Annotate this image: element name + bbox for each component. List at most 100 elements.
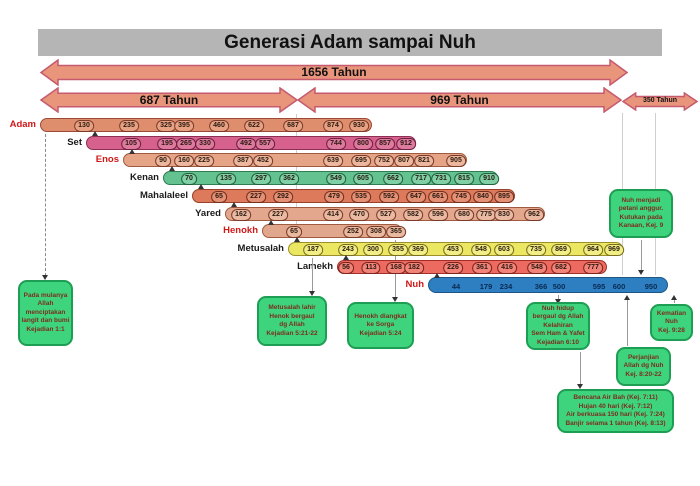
age-marker: 195	[157, 137, 177, 150]
callout-text-line: Allah dg Nuh	[623, 362, 664, 370]
age-marker: 687	[283, 119, 303, 132]
age-marker: 500	[552, 281, 566, 291]
age-marker: 105	[121, 137, 141, 150]
age-marker: 366	[534, 281, 548, 291]
connector-line	[627, 300, 628, 346]
age-marker: 895	[494, 190, 514, 203]
age-marker: 840	[473, 190, 493, 203]
patriarch-label-kenan: Kenan	[129, 172, 159, 183]
connector-line	[674, 300, 675, 303]
age-marker: 717	[411, 172, 431, 185]
age-marker: 874	[323, 119, 343, 132]
age-marker: 362	[279, 172, 299, 185]
callout-text-line: Sem Ham & Yafet	[531, 330, 585, 338]
patriarch-label-adam: Adam	[9, 119, 36, 130]
age-marker: 234	[499, 281, 513, 291]
age-marker: 744	[326, 137, 346, 150]
age-marker: 365	[386, 225, 406, 238]
age-marker: 548	[527, 261, 547, 274]
arrowhead-up-icon	[671, 295, 677, 300]
age-marker: 227	[246, 190, 266, 203]
callout-text-line: Kelahiran	[543, 321, 573, 329]
callout-text-line: Kematian	[656, 309, 687, 317]
connector-line	[641, 240, 642, 271]
arrowhead-down-icon	[42, 275, 48, 280]
age-marker: 168	[386, 261, 406, 274]
age-marker: 527	[376, 208, 396, 221]
age-marker: 160	[174, 154, 194, 167]
callout-text-line: Bencana Air Bah (Kej. 7:11)	[573, 394, 658, 401]
age-marker: 857	[375, 137, 395, 150]
patriarch-label-lamekh: Lamekh	[297, 261, 333, 272]
age-marker: 910	[479, 172, 499, 185]
age-marker: 548	[471, 243, 491, 256]
patriarch-label-mahalaleel: Mahalaleel	[139, 190, 188, 201]
birth-marker-icon	[231, 202, 237, 207]
age-marker: 735	[526, 243, 546, 256]
age-marker: 661	[428, 190, 448, 203]
age-marker: 775	[476, 208, 496, 221]
birth-marker-icon	[343, 255, 349, 260]
age-marker: 662	[383, 172, 403, 185]
callout-text-line: Kejadian 1:1	[26, 325, 65, 333]
callout-text-line: Kej. 9:28	[658, 326, 685, 334]
age-marker: 557	[255, 137, 275, 150]
age-marker: 815	[454, 172, 474, 185]
age-marker: 596	[428, 208, 448, 221]
age-marker: 453	[443, 243, 463, 256]
age-marker: 369	[408, 243, 428, 256]
age-marker: 752	[374, 154, 394, 167]
age-marker: 135	[216, 172, 236, 185]
callout-text-line: Kanaan, Kej. 9	[618, 222, 664, 229]
birth-marker-icon	[434, 273, 440, 278]
age-marker: 492	[236, 137, 256, 150]
age-marker: 745	[451, 190, 471, 203]
callout-flood: Bencana Air Bah (Kej. 7:11)Hujan 40 hari…	[557, 389, 674, 433]
callout-text-line: Kej. 8:20-22	[625, 370, 662, 378]
age-marker: 582	[403, 208, 423, 221]
callout-text-line: Nuh hidup	[541, 304, 575, 312]
arrowhead-down-icon	[309, 291, 315, 296]
age-marker: 265	[176, 137, 196, 150]
age-marker: 950	[644, 281, 658, 291]
age-marker: 821	[414, 154, 434, 167]
age-marker: 226	[443, 261, 463, 274]
patriarch-label-metusalah: Metusalah	[237, 243, 284, 254]
year-span-label: 687 Tahun	[139, 92, 199, 107]
age-marker: 182	[404, 261, 424, 274]
callout-text-line: bergaul dg Allah	[532, 313, 584, 321]
age-marker: 460	[209, 119, 229, 132]
year-span-arrow: 969 Tahun	[296, 86, 623, 114]
birth-marker-icon	[198, 184, 204, 189]
callout-text-line: Hujan 40 hari (Kej. 7:12)	[578, 402, 653, 410]
age-marker: 252	[343, 225, 363, 238]
age-marker: 680	[454, 208, 474, 221]
callout-text-line: Nuh menjadi	[621, 196, 661, 204]
age-marker: 130	[74, 119, 94, 132]
patriarch-label-nuh: Nuh	[405, 279, 424, 290]
age-marker: 470	[349, 208, 369, 221]
age-marker: 243	[338, 243, 358, 256]
callout-text-line: Kejadian 5:21-22	[266, 329, 318, 337]
age-marker: 912	[396, 137, 416, 150]
age-marker: 179	[479, 281, 493, 291]
callout-text-line: Pada mulanya	[23, 291, 68, 299]
birth-marker-icon	[268, 220, 274, 225]
age-marker: 682	[551, 261, 571, 274]
birth-marker-icon	[92, 131, 98, 136]
age-marker: 227	[268, 208, 288, 221]
callout-text-line: ke Sorga	[366, 321, 395, 329]
callout-text-line: Banjir selama 1 tahun (Kej. 8:13)	[565, 419, 666, 427]
age-marker: 622	[244, 119, 264, 132]
birth-marker-icon	[294, 237, 300, 242]
